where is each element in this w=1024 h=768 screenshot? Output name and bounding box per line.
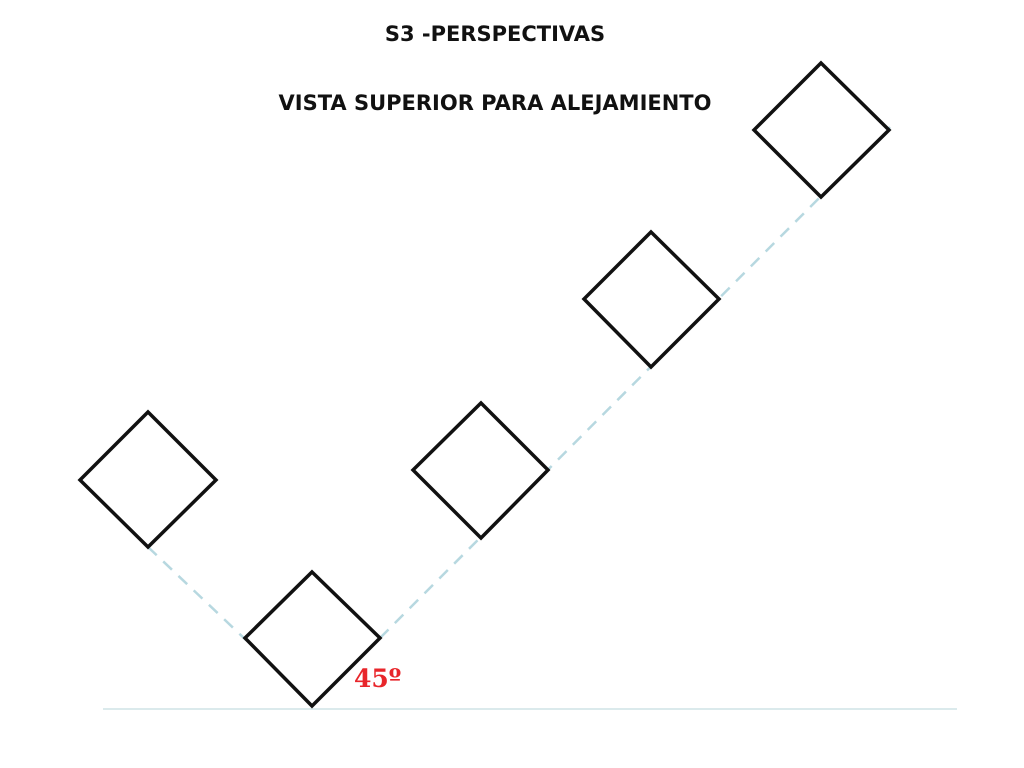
square-1 — [77, 409, 219, 550]
guide-line-left — [147, 546, 247, 641]
square-3 — [410, 400, 551, 541]
page-title: S3 -PERSPECTIVAS — [384, 22, 606, 46]
square-4 — [581, 229, 722, 370]
square-2 — [242, 569, 383, 709]
guide-line-right — [379, 126, 891, 639]
page-subtitle: VISTA SUPERIOR PARA ALEJAMIENTO — [278, 91, 712, 115]
square-5 — [751, 60, 892, 200]
angle-label: 45º — [354, 664, 402, 693]
